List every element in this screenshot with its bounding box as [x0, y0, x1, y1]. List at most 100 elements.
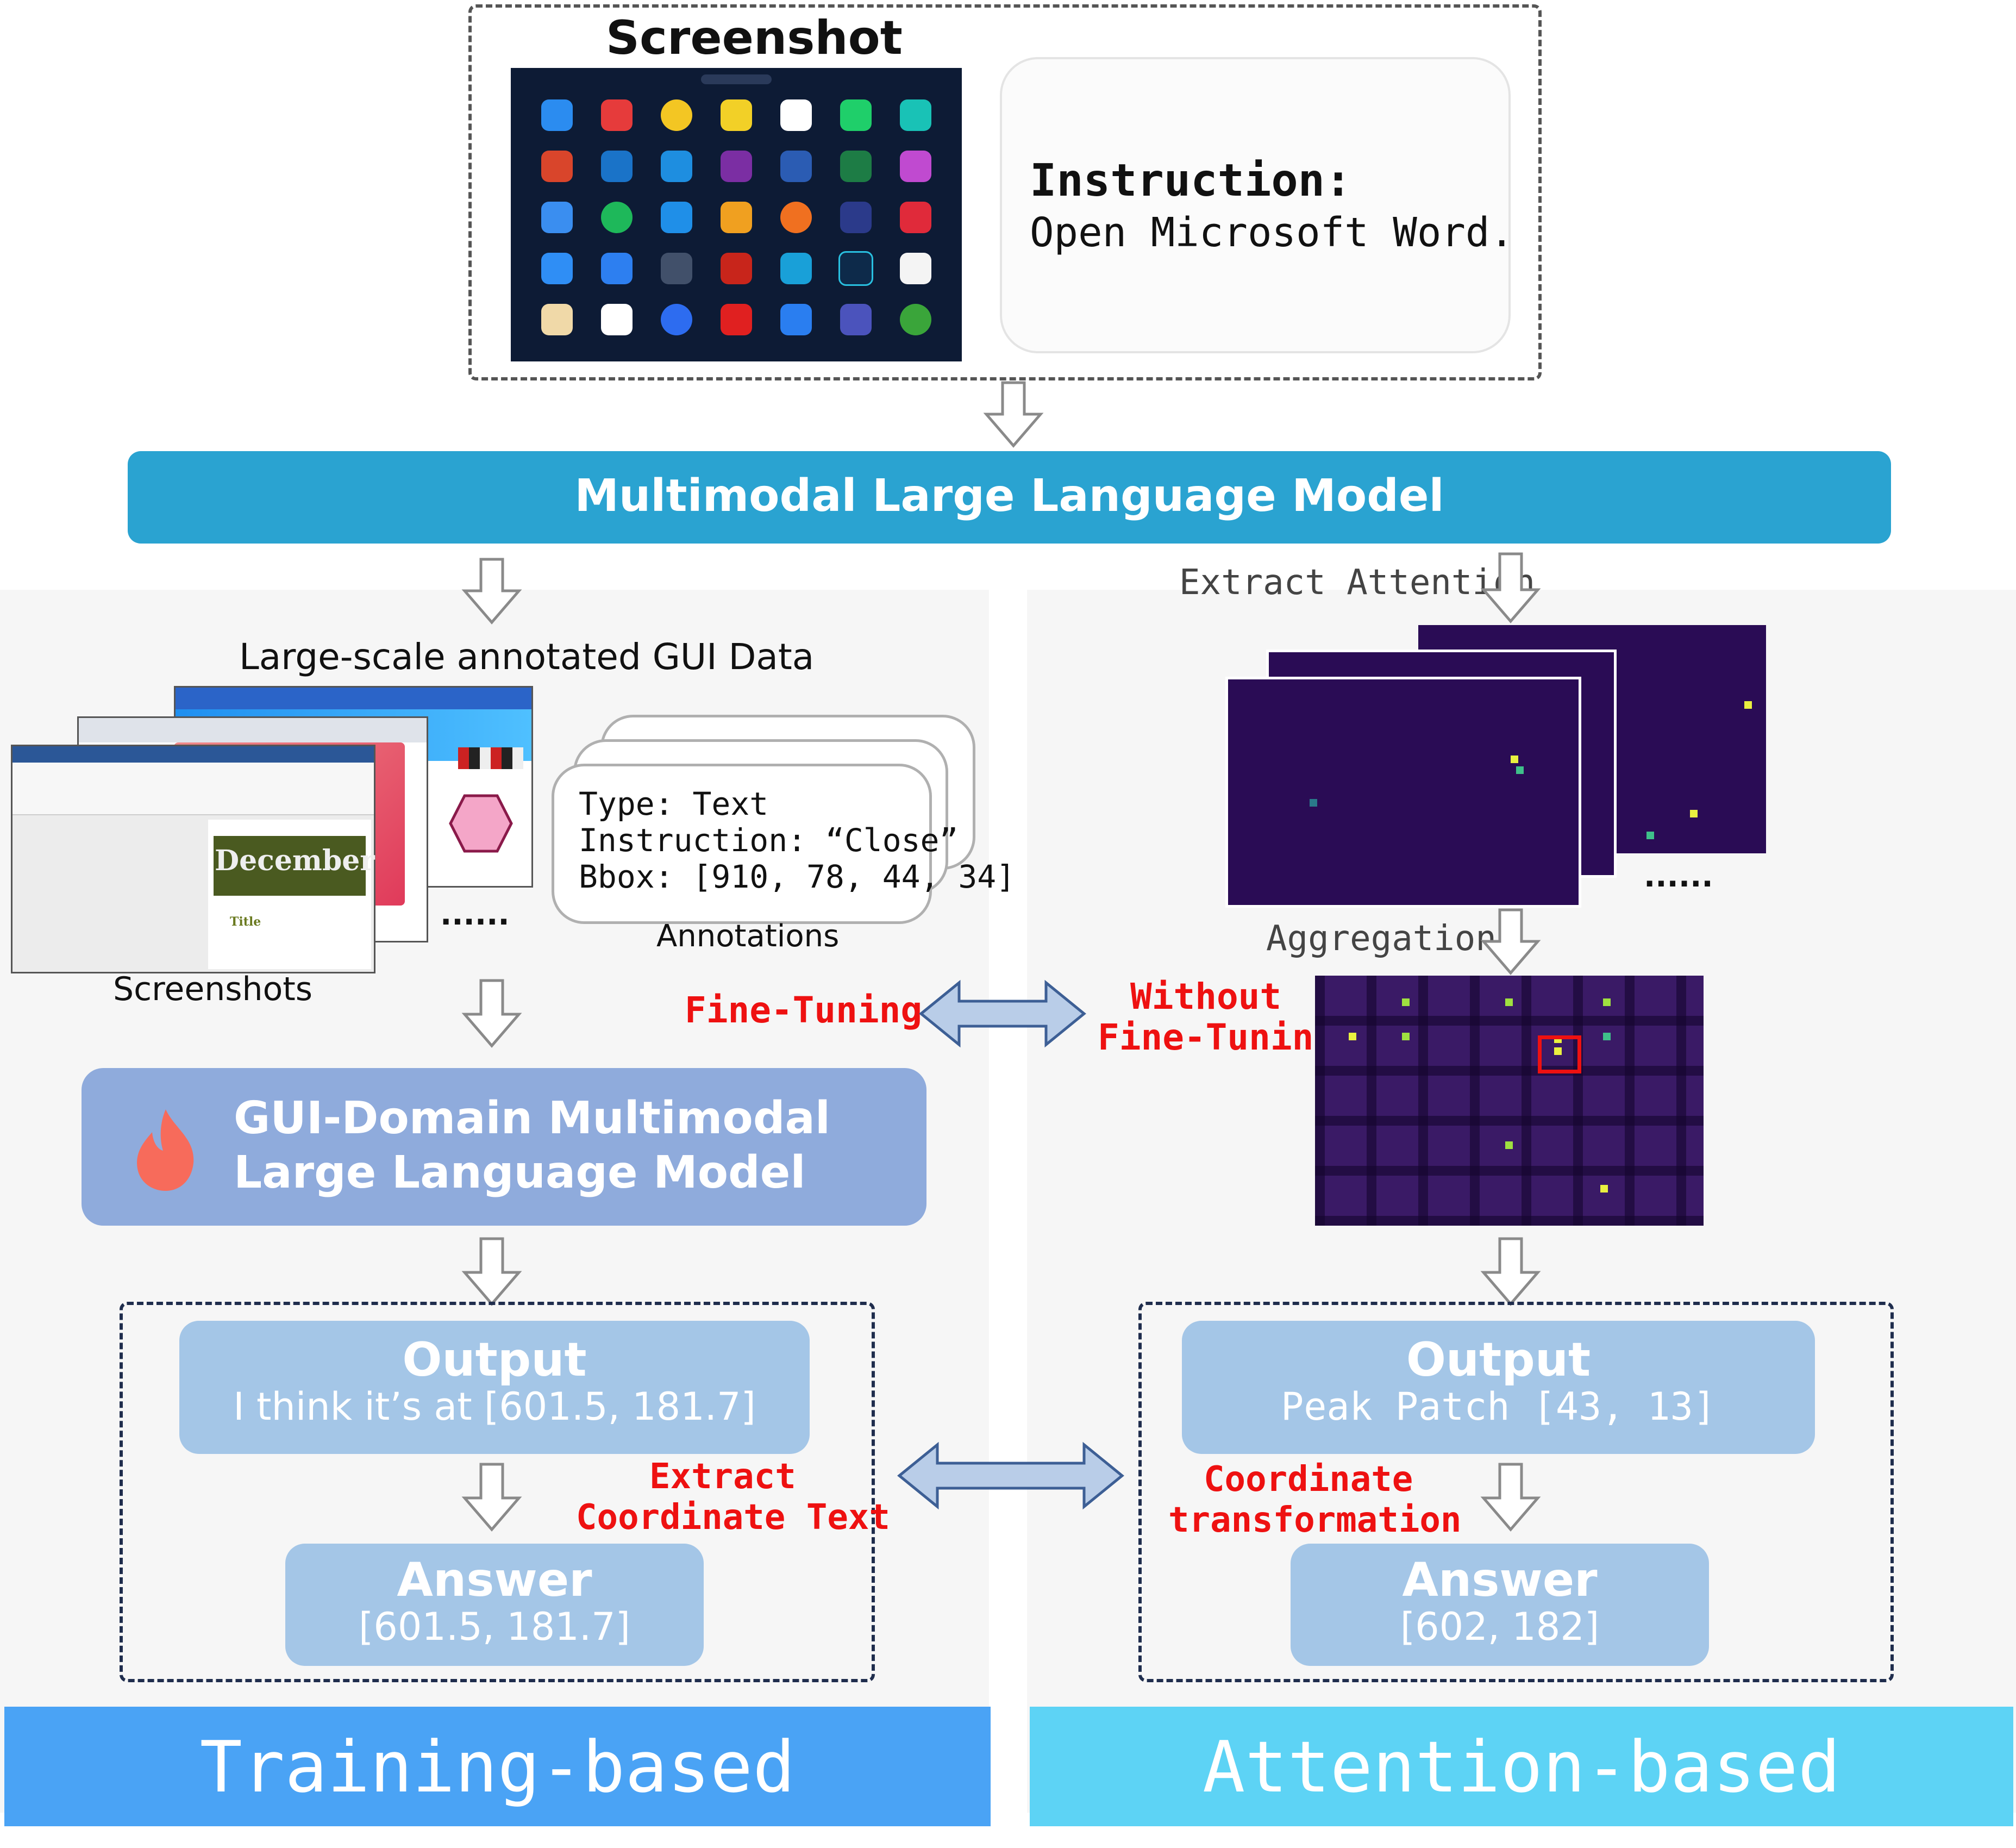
app-icon [647, 243, 706, 294]
attention-hotspot [1505, 1141, 1513, 1149]
double-arrow-icon [897, 1441, 1124, 1510]
mllm-bar [128, 451, 1891, 544]
app-icon [587, 141, 647, 192]
coordinate-label-1: Coordinate [1204, 1459, 1413, 1500]
gui-data-title: Large-scale annotated GUI Data [239, 636, 815, 678]
app-icon-grid [527, 90, 946, 345]
gui-model-line1: GUI-Domain Multimodal [234, 1092, 830, 1144]
training-answer-box: Answer [601.5, 181.7] [285, 1544, 704, 1666]
screenshot-toolbar [79, 718, 427, 742]
down-arrow-icon [461, 1237, 522, 1306]
annotation-bbox: Bbox: [910, 78, 44, 34] [579, 858, 1016, 895]
app-icon [706, 243, 766, 294]
app-icon [706, 294, 766, 345]
app-icon [826, 90, 886, 141]
attention-hotspot [1554, 1047, 1562, 1055]
attention-footer [1030, 1707, 2013, 1826]
training-output-box: Output I think it’s at [601.5, 181.7] [179, 1321, 810, 1454]
attention-hotspot [1690, 810, 1698, 817]
attention-answer-box: Answer [602, 182] [1291, 1544, 1709, 1666]
app-icon [766, 90, 826, 141]
attention-hotspot [1511, 756, 1518, 763]
attention-hotspot [1505, 998, 1513, 1006]
attention-output-group [1138, 1302, 1894, 1682]
down-arrow-icon [1480, 552, 1541, 623]
attention-hotspot [1349, 1033, 1356, 1040]
screenshots-ellipsis: ...... [440, 897, 510, 932]
app-launcher-screenshot [511, 68, 962, 361]
word-screenshot: December Title [11, 745, 375, 973]
app-icon [886, 294, 946, 345]
hexagon-shape [449, 794, 513, 853]
without-label-2: Fine-Tuning [1098, 1016, 1336, 1058]
app-icon [527, 90, 587, 141]
mllm-label: Multimodal Large Language Model [574, 470, 1444, 522]
answer-text: [601.5, 181.7] [359, 1604, 630, 1649]
app-icon [886, 192, 946, 243]
annotations-label: Annotations [656, 919, 840, 954]
output-text: Peak Patch [43, 13] [1281, 1384, 1716, 1429]
gui-domain-model-box [82, 1068, 926, 1226]
attention-hotspot [1646, 832, 1654, 839]
annotation-card-front [552, 764, 932, 924]
app-icon [647, 294, 706, 345]
answer-title: Answer [1402, 1553, 1598, 1607]
aggregation-label: Aggregation [1266, 919, 1497, 959]
launcher-search-bar [701, 74, 772, 84]
app-icon [527, 141, 587, 192]
down-arrow-icon [461, 1463, 522, 1532]
attention-hotspot [1402, 1033, 1410, 1040]
down-arrow-icon [983, 381, 1044, 448]
attention-hotspot [1310, 799, 1317, 807]
gui-model-line2: Large Language Model [234, 1147, 806, 1198]
app-icon [587, 294, 647, 345]
screenshot-title: Screenshot [606, 11, 903, 65]
without-label-1: Without [1130, 976, 1282, 1017]
word-doc-title: December [215, 844, 375, 877]
app-icon [886, 141, 946, 192]
screenshots-label: Screenshots [113, 970, 313, 1008]
down-arrow-icon [1480, 1463, 1541, 1532]
app-icon [587, 192, 647, 243]
input-box [468, 4, 1542, 380]
patch-grid [1315, 976, 1704, 1226]
attention-map-front [1225, 677, 1581, 908]
app-icon [706, 192, 766, 243]
attention-ellipsis: ...... [1644, 859, 1713, 894]
app-icon [527, 294, 587, 345]
app-icon [527, 192, 587, 243]
app-icon [826, 192, 886, 243]
attention-hotspot [1402, 998, 1410, 1006]
app-icon [826, 294, 886, 345]
peak-patch-highlight [1538, 1035, 1581, 1073]
app-icon [826, 243, 886, 294]
attention-hotspot [1600, 1185, 1608, 1193]
output-title: Output [402, 1333, 587, 1387]
extract-label-2: Coordinate Text [576, 1497, 890, 1538]
output-text: I think it’s at [601.5, 181.7] [233, 1384, 756, 1429]
app-icon [527, 243, 587, 294]
attention-hotspot [1516, 766, 1524, 774]
attention-hotspot [1603, 1033, 1611, 1040]
down-arrow-icon [461, 558, 522, 625]
app-icon [766, 243, 826, 294]
fine-tuning-label: Fine-Tuning [685, 989, 923, 1031]
annotation-instruction: Instruction: “Close” [579, 822, 959, 859]
app-icon [647, 141, 706, 192]
attention-footer-label: Attention-based [1203, 1726, 1840, 1808]
app-icon [647, 90, 706, 141]
app-icon [706, 141, 766, 192]
app-icon [886, 243, 946, 294]
app-icon [587, 90, 647, 141]
instruction-box [1000, 57, 1511, 353]
app-icon [886, 90, 946, 141]
word-doc-subtitle: Title [230, 915, 261, 929]
training-footer [4, 1707, 991, 1826]
app-icon [766, 294, 826, 345]
fire-icon [137, 1109, 194, 1191]
training-output-group [120, 1302, 875, 1682]
app-icon [826, 141, 886, 192]
app-icon [706, 90, 766, 141]
output-title: Output [1406, 1333, 1591, 1387]
down-arrow-icon [461, 979, 522, 1048]
